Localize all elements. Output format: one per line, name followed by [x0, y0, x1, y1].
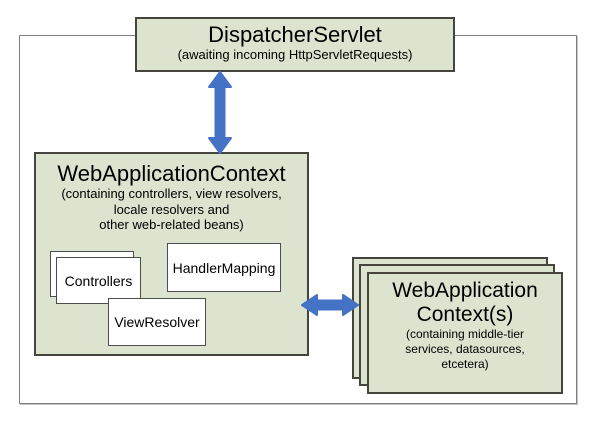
view-resolver-label: ViewResolver: [114, 314, 200, 330]
root-web-application-context-box: WebApplication Context(s) (containing mi…: [367, 272, 563, 394]
root-context-subtitle-line-2: services, datasources,: [405, 341, 525, 356]
web-application-context-subtitle-line-2: locale resolvers and: [113, 201, 230, 217]
dispatcher-servlet-box: DispatcherServlet (awaiting incoming Htt…: [135, 17, 455, 72]
controllers-label: Controllers: [64, 272, 133, 289]
root-web-application-contexts-stack: WebApplication Context(s) (containing mi…: [352, 257, 565, 396]
controllers-box: Controllers: [56, 257, 141, 304]
dispatcher-servlet-subtitle: (awaiting incoming HttpServletRequests): [177, 47, 413, 63]
web-application-context-subtitle-line-3: other web-related beans): [99, 216, 244, 232]
view-resolver-box: ViewResolver: [108, 298, 206, 346]
horizontal-double-arrow-icon: [301, 293, 359, 317]
root-context-subtitle-line-1: (containing middle-tier: [405, 327, 525, 342]
dispatcher-servlet-title: DispatcherServlet: [208, 22, 382, 47]
root-context-title-line-1: WebApplication: [392, 279, 538, 302]
root-context-subtitle-line-3: etcetera): [441, 356, 489, 371]
web-application-context-subtitle-line-1: (containing controllers, view resolvers,: [61, 186, 282, 202]
handler-mapping-label: HandlerMapping: [172, 259, 276, 276]
handler-mapping-box: HandlerMapping: [167, 243, 281, 292]
web-application-context-title: WebApplicationContext: [57, 161, 286, 186]
root-context-title-line-2: Context(s): [416, 303, 514, 327]
web-application-context-box: WebApplicationContext (containing contro…: [34, 152, 309, 356]
vertical-double-arrow-icon: [204, 71, 236, 154]
